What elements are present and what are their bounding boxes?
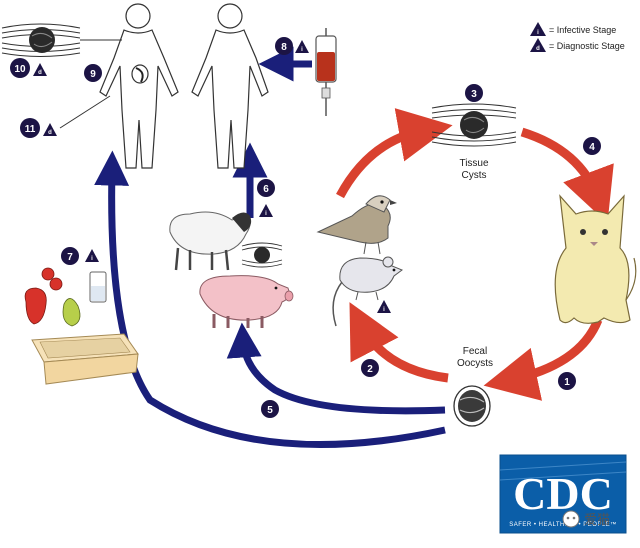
step-3-badge: 3 <box>465 84 483 102</box>
pig-illustration <box>199 275 294 328</box>
meat-tissue-cyst-icon <box>241 242 283 268</box>
infective-triangle-rodent-icon: i <box>377 300 391 313</box>
stage-triangles: i i i i d d <box>33 40 391 313</box>
bird-illustration <box>316 195 397 255</box>
svg-text:i: i <box>91 256 93 262</box>
diagnostic-stage-legend: = Diagnostic Stage <box>549 41 625 51</box>
infective-stage-legend: = Infective Stage <box>549 25 616 35</box>
tissue-cyst-icon <box>431 103 517 147</box>
step-8-badge: 8 <box>275 37 293 55</box>
infective-triangle-step-6-icon: i <box>259 204 273 217</box>
step-1-number: 1 <box>564 377 570 388</box>
svg-text:i: i <box>301 47 303 53</box>
cat-illustration <box>554 194 637 324</box>
svg-text:d: d <box>48 130 52 136</box>
blue-arrow-oocyst-to-animals <box>226 322 446 415</box>
step-3-number: 3 <box>471 89 477 100</box>
step-5-number: 5 <box>267 405 273 416</box>
step-11-badge: 11 <box>20 118 40 138</box>
step-4-number: 4 <box>589 142 595 153</box>
red-arrow-oocyst-to-rodent <box>349 302 449 383</box>
watermark-chat-icon <box>562 510 580 528</box>
step-11-number: 11 <box>25 124 36 135</box>
diagnostic-stage-mark: d <box>536 46 540 52</box>
diagnostic-triangle-step-11-icon: d <box>43 123 57 136</box>
svg-text:d: d <box>38 70 42 76</box>
cdc-logo: CDC SAFER • HEALTHIER • PEOPLE™ <box>499 454 627 534</box>
red-arrow-cyst-to-cat <box>520 127 614 224</box>
blue-transmission-arrows <box>94 46 446 448</box>
infective-stage-triangle-icon <box>530 22 546 36</box>
step-9-badge: 9 <box>84 64 102 82</box>
blue-arrow-oocyst-to-human <box>94 150 446 448</box>
red-arrow-bird-to-cyst <box>336 108 453 199</box>
red-cycle-arrows <box>336 108 614 401</box>
fecal-oocysts-label-line1: Fecal <box>463 346 487 357</box>
legend: i = Infective Stage d = Diagnostic Stage <box>530 22 625 52</box>
human-figure-left <box>99 3 179 169</box>
step-10-badge: 10 <box>10 58 30 78</box>
sheep-illustration <box>169 211 252 271</box>
step-4-badge: 4 <box>583 137 601 155</box>
step-10-number: 10 <box>14 64 26 75</box>
step-6-badge: 6 <box>257 179 275 197</box>
fetus-pointer-line <box>59 95 111 129</box>
rodent-illustration <box>332 256 404 327</box>
step-2-badge: 2 <box>361 359 379 377</box>
cdc-logo-tagline: SAFER • HEALTHIER • PEOPLE™ <box>509 521 617 528</box>
tissue-cysts-label-line1: Tissue <box>459 158 489 169</box>
cdc-logo-text: CDC <box>513 468 613 519</box>
red-arrow-cat-to-oocyst <box>483 318 603 401</box>
infective-triangle-step-7-icon: i <box>85 249 99 262</box>
tissue-cysts-label-line2: Cysts <box>462 170 487 181</box>
step-6-number: 6 <box>263 184 269 195</box>
step-8-number: 8 <box>281 42 287 53</box>
svg-text:i: i <box>383 307 385 313</box>
watermark-text: 爱猫 <box>584 513 610 528</box>
step-7-number: 7 <box>67 252 73 263</box>
human-figure-right <box>191 3 269 169</box>
step-9-number: 9 <box>90 69 96 80</box>
diagnostic-triangle-step-10-icon: d <box>33 63 47 76</box>
step-1-badge: 1 <box>558 372 576 390</box>
fecal-oocysts-label-line2: Oocysts <box>457 358 493 369</box>
watermark: 爱猫 <box>562 510 610 528</box>
step-2-number: 2 <box>367 364 373 375</box>
infective-stage-mark: i <box>537 30 539 36</box>
svg-text:i: i <box>265 211 267 217</box>
step-7-badge: 7 <box>61 247 79 265</box>
infective-triangle-step-8-icon: i <box>295 40 309 53</box>
step-5-badge: 5 <box>261 400 279 418</box>
fecal-oocyst-icon <box>453 385 491 427</box>
step-badges: 1 2 3 4 5 6 7 8 9 10 11 <box>10 37 601 418</box>
contaminated-food-water-litter <box>24 267 139 385</box>
diagnostic-stage-triangle-icon <box>530 38 546 52</box>
blood-transfusion-bag-icon <box>315 28 337 116</box>
human-tissue-cyst-icon <box>1 23 81 57</box>
